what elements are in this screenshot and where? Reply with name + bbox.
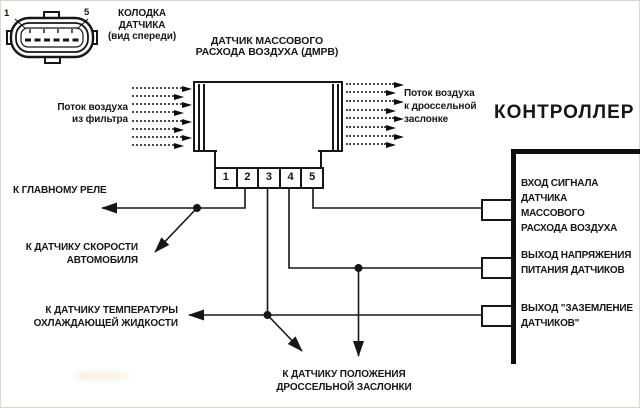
coolant-temp-sensor-label: К ДАТЧИКУ ТЕМПЕРАТУРЫ ОХЛАЖДАЮЩЕЙ ЖИДКОС… (33, 305, 178, 329)
wire-branch-to-speed-sensor (154, 204, 202, 253)
pin-2: 2 (238, 169, 260, 187)
sensor-body-left-inner-line (198, 84, 200, 150)
airflow-arrow (132, 118, 192, 125)
pin-5: 5 (309, 171, 316, 183)
airflow-arrow (132, 93, 192, 100)
airflow-out-label: Поток воздуха к дроссельной заслонке (404, 88, 477, 125)
wire-branch-to-tps-ground (266, 314, 303, 352)
connector-view-label: КОЛОДКА ДАТЧИКА (вид спереди) (107, 8, 177, 42)
pin-3: 3 (259, 169, 281, 187)
sensor-body-left-inner-line (203, 84, 205, 150)
arrowhead-icon (394, 116, 404, 123)
airflow-arrow (132, 102, 192, 109)
arrowhead-icon (394, 81, 404, 88)
speed-sensor-label: К ДАТЧИКУ СКОРОСТИ АВТОМОБИЛЯ (25, 242, 138, 266)
sensor-body-right-inner-line (332, 84, 334, 150)
maf-sensor-body (193, 81, 343, 152)
controller-terminal-supply-output (481, 257, 513, 279)
throttle-position-sensor-label: К ДАТЧИКУ ПОЛОЖЕНИЯ ДРОССЕЛЬНОЙ ЗАСЛОНКИ (276, 369, 412, 393)
airflow-in-label: Поток воздуха из фильтра (57, 102, 128, 125)
airflow-arrow (132, 110, 192, 117)
airflow-arrow (346, 90, 404, 97)
arrowhead-icon (386, 142, 396, 149)
connector-pin1-number: 1 (4, 8, 10, 19)
controller-terminal-signal-input (481, 199, 513, 221)
sensor-connector-front-view-icon (6, 11, 98, 64)
sensor-neck-right-line (320, 150, 322, 169)
pin1-leader-line (14, 18, 27, 30)
airflow-arrow (132, 85, 192, 92)
main-relay-label: К ГЛАВНОМУ РЕЛЕ (13, 185, 107, 196)
airflow-arrow (346, 107, 404, 114)
arrowhead-icon (394, 133, 404, 140)
arrowhead-icon (182, 85, 192, 92)
pin5-leader-line (76, 18, 89, 30)
airflow-arrow (346, 133, 404, 140)
airflow-arrow (132, 126, 192, 133)
connector-pin5-number: 5 (84, 7, 90, 18)
arrowhead-icon (174, 143, 184, 150)
connector-cavity (20, 27, 84, 48)
airflow-arrow (132, 143, 192, 150)
airflow-arrow (346, 142, 404, 149)
airflow-arrow (132, 135, 192, 142)
sensor-pin-row: 1 2 3 4 5 (214, 167, 324, 189)
scan-artifact (72, 371, 130, 381)
sensor-neck-left-line (214, 150, 216, 169)
airflow-arrows-in (132, 85, 192, 150)
airflow-arrow (346, 116, 404, 123)
arrowhead-icon (182, 135, 192, 142)
arrowhead-icon (174, 126, 184, 133)
controller-left-edge (511, 149, 516, 364)
arrowhead-icon (174, 93, 184, 100)
controller-top-edge (511, 149, 640, 154)
airflow-arrows-out (346, 81, 404, 149)
arrowhead-icon (182, 118, 192, 125)
wire-pin4-to-controller-supply-output (288, 188, 481, 357)
controller-title: КОНТРОЛЛЕР (494, 102, 635, 123)
airflow-arrow (346, 81, 404, 88)
airflow-arrow (346, 125, 404, 132)
pin-4: 4 (281, 169, 303, 187)
arrowhead-icon (174, 110, 184, 117)
arrowhead-icon (386, 107, 396, 114)
wire-pin2-to-main-relay (101, 188, 246, 214)
pin-1: 1 (216, 169, 238, 187)
controller-ground-output-label: ВЫХОД "ЗАЗЕМЛЕНИЕ ДАТЧИКОВ" (521, 303, 633, 329)
wire-pin3-ground (188, 188, 481, 352)
controller-terminal-ground-output (481, 305, 513, 327)
controller-supply-output-label: ВЫХОД НАПРЯЖЕНИЯ ПИТАНИЯ ДАТЧИКОВ (521, 250, 632, 276)
arrowhead-icon (386, 125, 396, 132)
arrowhead-icon (182, 102, 192, 109)
wire-pin5-to-controller-signal-input (312, 188, 481, 209)
connector-keying-notches (29, 29, 73, 33)
arrowhead-icon (394, 98, 404, 105)
arrowhead-icon (386, 90, 396, 97)
airflow-arrow (346, 98, 404, 105)
controller-signal-input-label: ВХОД СИГНАЛА ДАТЧИКА МАССОВОГО РАСХОДА В… (521, 178, 618, 234)
junction-dot (193, 204, 202, 213)
sensor-body-right-inner-line (337, 84, 339, 150)
maf-sensor-title: ДАТЧИК МАССОВОГО РАСХОДА ВОЗДУХА (ДМРВ) (195, 35, 339, 58)
sensor-neck-opening (217, 147, 318, 154)
